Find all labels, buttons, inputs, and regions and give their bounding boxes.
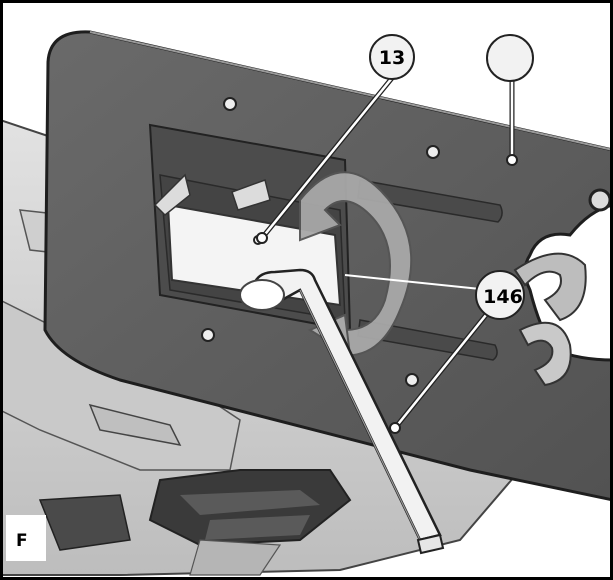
callout-13: 13 (256, 34, 415, 244)
leader-146-horizontal (344, 274, 491, 291)
panel-label: F (16, 531, 28, 551)
handle-loop (513, 252, 587, 387)
callout-146-label: 146 (483, 286, 523, 308)
hex-key-icon (239, 235, 445, 555)
panel-label-box: F (6, 515, 46, 561)
callout-146: 146 (389, 270, 525, 434)
callout-blank (486, 34, 534, 166)
callout-13-label: 13 (379, 47, 405, 69)
